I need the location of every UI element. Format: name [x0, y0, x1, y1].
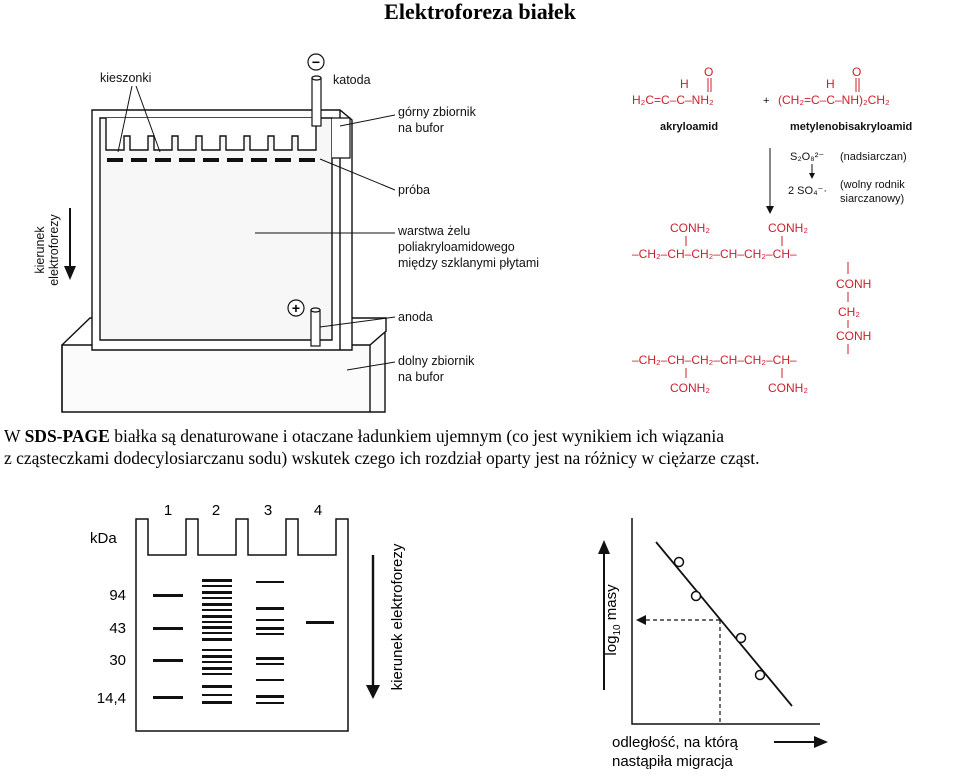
lane-label-4: 4 [314, 502, 322, 519]
regression-line [655, 541, 793, 707]
anode-plus-symbol: + [292, 300, 300, 316]
svg-text:–CH₂–CH–CH₂–CH–CH₂–CH–: –CH₂–CH–CH₂–CH–CH₂–CH– [632, 247, 797, 261]
sample-bands [107, 158, 315, 162]
svg-text:H₂C=C–C–NH₂: H₂C=C–C–NH₂ [632, 93, 714, 107]
lower-buffer-label-line1: dolny zbiornik [398, 354, 475, 368]
y-axis-label-rest: masy [603, 584, 620, 625]
description-line1: białka są denaturowane i otaczane ładunk… [109, 426, 725, 446]
sds-page-description: W SDS-PAGE białka są denaturowane i otac… [4, 425, 954, 469]
lane4-sample-bands [306, 621, 334, 624]
gel-label-line2: poliakryloamidowego [398, 240, 515, 254]
lane-label-1: 1 [164, 502, 172, 519]
plot-axes [631, 518, 820, 725]
direction-arrow [64, 208, 76, 280]
anode-electrode [287, 299, 321, 347]
svg-text:CONH₂: CONH₂ [768, 221, 808, 235]
sds-page-gel: 1 2 3 4 kDa 94 43 30 14,4 [90, 502, 406, 732]
svg-text:CONH₂: CONH₂ [670, 381, 710, 395]
lane-label-2: 2 [212, 502, 220, 519]
gel-direction-arrow [366, 555, 380, 699]
gel-label-line1: warstwa żelu [397, 224, 470, 238]
calibration-plot: log10 masy odległość, na którą nastąpiła… [598, 518, 828, 770]
x-axis-label-line2: nastąpiła migracja [612, 753, 734, 770]
lane-label-3: 3 [264, 502, 272, 519]
persulfate-label: (nadsiarczan) [840, 151, 907, 163]
y-axis-arrow [598, 540, 610, 690]
radical-label-line2: siarczanowy) [840, 193, 904, 205]
cathode-label: katoda [333, 73, 371, 87]
radical-label-line1: (wolny rodnik [840, 179, 905, 191]
acrylamide-structure: H₂C=C–C–NH₂ H O + [632, 65, 769, 107]
svg-text:CONH₂: CONH₂ [768, 381, 808, 395]
initiator-arrows [766, 148, 815, 214]
svg-text:+: + [763, 95, 769, 107]
marker-label-14-4: 14,4 [97, 690, 126, 707]
marker-label-94: 94 [109, 587, 126, 604]
gel-glass-plates [91, 109, 353, 351]
marker-label-43: 43 [109, 620, 126, 637]
persulfate-formula: S₂O₈²⁻ [790, 151, 824, 163]
anode-label: anoda [398, 310, 433, 324]
svg-text:CONH₂: CONH₂ [670, 221, 710, 235]
polymer-structure: CONH₂ CONH₂ –CH₂–CH–CH₂–CH–CH₂–CH– CONH … [632, 221, 871, 395]
acrylamide-label: akryloamid [660, 121, 718, 133]
cathode-electrode [307, 53, 325, 127]
marker-label-30: 30 [109, 652, 126, 669]
y-axis-label-sub: 10 [612, 624, 623, 636]
svg-text:O: O [852, 65, 861, 79]
gel-direction-label: kierunek elektroforezy [389, 543, 406, 690]
bisacrylamide-structure: (CH₂=C–C–NH)₂CH₂ H O [778, 65, 890, 107]
svg-text:CONH: CONH [836, 277, 871, 291]
x-axis-label-line1: odległość, na którą [612, 734, 739, 751]
radical-formula: 2 SO₄⁻· [788, 185, 827, 197]
direction-label-line1: kierunek [33, 226, 47, 274]
kda-unit-label: kDa [90, 530, 117, 547]
calibration-points [673, 556, 766, 681]
wells-label: kieszonki [100, 71, 151, 85]
lane2-sample-bands [202, 579, 232, 704]
page-title: Elektroforeza białek [384, 0, 576, 24]
gel-label-line3: między szklanymi płytami [398, 256, 539, 270]
lane1-marker-bands [153, 594, 183, 699]
svg-text:CONH: CONH [836, 329, 871, 343]
readout-arrowhead [636, 615, 646, 625]
direction-label-line2: elektroforezy [47, 213, 61, 285]
gel-outline [135, 518, 349, 732]
readout-dashes [644, 619, 721, 722]
description-sds-page: SDS-PAGE [24, 426, 110, 446]
upper-buffer-label-line2: na bufor [398, 121, 444, 135]
svg-text:–CH₂–CH–CH₂–CH–CH₂–CH–: –CH₂–CH–CH₂–CH–CH₂–CH– [632, 353, 797, 367]
svg-text:H: H [680, 77, 689, 91]
description-line2: z cząsteczkami dodecylosiarczanu sodu) w… [4, 448, 760, 468]
svg-text:H: H [826, 77, 835, 91]
leader-lines [117, 85, 396, 371]
upper-buffer-label-line1: górny zbiornik [398, 105, 477, 119]
description-prefix: W [4, 426, 25, 446]
polymerization-chemistry: H₂C=C–C–NH₂ H O + akryloamid (CH₂=C–C–NH… [632, 65, 912, 395]
lane3-sample-bands [256, 581, 284, 704]
lower-buffer-label-line2: na bufor [398, 370, 444, 384]
svg-text:CH₂: CH₂ [838, 305, 860, 319]
svg-text:(CH₂=C–C–NH)₂CH₂: (CH₂=C–C–NH)₂CH₂ [778, 93, 890, 107]
svg-text:O: O [704, 65, 713, 79]
gel-apparatus-diagram: − + kieszonki katoda górny zbiornik na b… [33, 53, 539, 413]
upper-buffer-reservoir [332, 117, 351, 159]
cathode-minus-symbol: − [312, 54, 320, 70]
x-axis-arrow [774, 736, 828, 748]
sample-label: próba [398, 183, 430, 197]
y-axis-label-log: log [603, 636, 620, 656]
y-axis-label: log10 masy [603, 584, 623, 656]
bisacrylamide-label: metylenobisakryloamid [790, 121, 912, 133]
